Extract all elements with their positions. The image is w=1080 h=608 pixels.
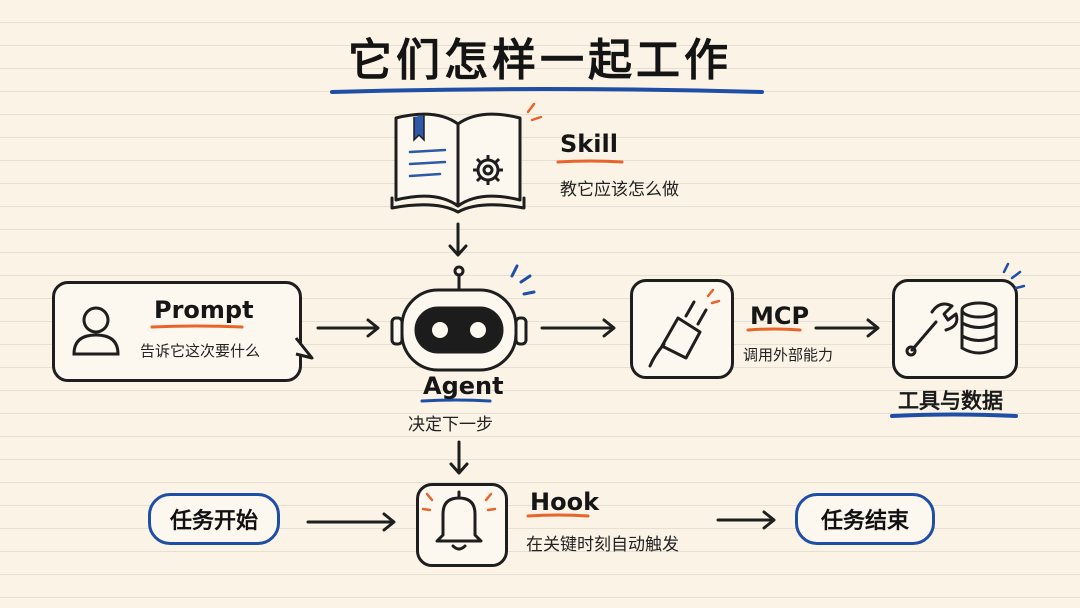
agent-description: 决定下一步 xyxy=(408,415,493,435)
arrow-agent-to-hook xyxy=(449,440,469,475)
mcp-label: MCP xyxy=(750,302,810,330)
spark-lines-bell xyxy=(421,492,497,512)
user-icon xyxy=(72,306,120,356)
book-lines xyxy=(408,148,447,178)
title-underline xyxy=(330,87,764,94)
tools-underline xyxy=(890,412,1018,418)
arrow-hook-to-end xyxy=(716,510,776,530)
spark-lines-plug xyxy=(706,288,721,305)
arrow-mcp-to-tools xyxy=(814,318,880,338)
skill-label: Skill xyxy=(560,130,618,158)
gear-icon xyxy=(473,155,503,185)
prompt-description: 告诉它这次要什么 xyxy=(140,342,261,360)
prompt-bubble-tail xyxy=(294,337,314,360)
skill-underline xyxy=(556,159,624,164)
arrow-start-to-hook xyxy=(306,512,396,532)
tools-label: 工具与数据 xyxy=(898,389,1003,413)
wrench-icon xyxy=(905,302,959,357)
agent-label: Agent xyxy=(423,372,504,400)
skill-description: 教它应该怎么做 xyxy=(560,180,679,200)
arrow-skill-to-agent xyxy=(448,222,468,257)
arrow-prompt-to-agent xyxy=(316,318,380,338)
tools-box xyxy=(892,279,1018,379)
database-icon xyxy=(960,301,998,355)
task-end-pill: 任务结束 xyxy=(795,493,935,545)
spark-lines-book xyxy=(526,102,543,122)
hook-description: 在关键时刻自动触发 xyxy=(526,535,679,555)
prompt-underline xyxy=(150,324,244,329)
spark-lines-robot xyxy=(510,264,536,296)
arrow-agent-to-mcp xyxy=(540,318,616,338)
mcp-underline xyxy=(746,327,802,332)
hook-underline xyxy=(526,513,590,518)
spark-lines-tools xyxy=(1002,262,1026,290)
diagram-title: 它们怎样一起工作 xyxy=(348,35,732,86)
plug-icon xyxy=(648,300,708,368)
bookmark-icon xyxy=(413,115,425,142)
agent-underline xyxy=(420,398,492,403)
robot-left-eye xyxy=(432,322,448,338)
mcp-description: 调用外部能力 xyxy=(743,346,834,364)
prompt-label: Prompt xyxy=(154,296,254,324)
task-start-pill: 任务开始 xyxy=(148,493,280,545)
bell-icon xyxy=(435,490,483,551)
robot-icon xyxy=(390,265,528,372)
robot-right-eye xyxy=(470,322,486,338)
hook-label: Hook xyxy=(530,488,600,516)
